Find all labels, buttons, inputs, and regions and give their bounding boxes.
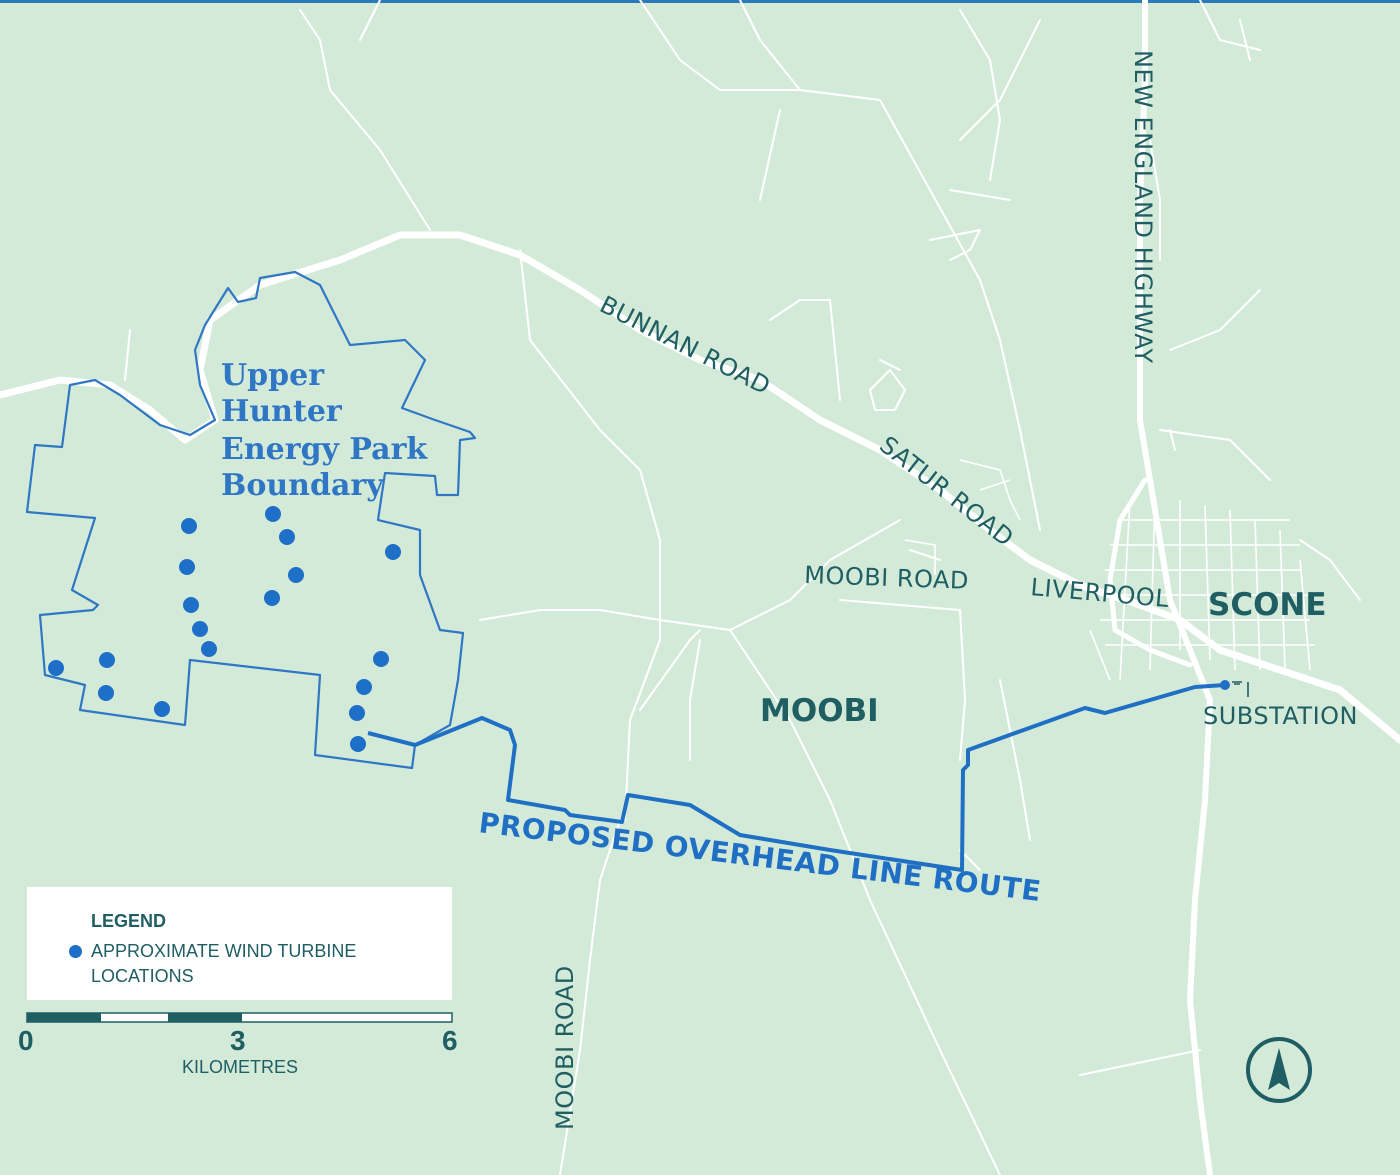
- wind-turbine-marker: [179, 559, 195, 575]
- wind-turbine-marker: [356, 679, 372, 695]
- wind-turbine-marker: [48, 660, 64, 676]
- turbine-dot-icon: [69, 945, 82, 958]
- proposed-route-line: [367, 683, 1226, 872]
- wind-turbine-marker: [350, 736, 366, 752]
- wind-turbine-marker: [201, 641, 217, 657]
- north-arrow-icon: [1246, 1037, 1312, 1103]
- wind-turbine-marker: [288, 567, 304, 583]
- wind-turbine-marker: [265, 506, 281, 522]
- moobi-road-east-label: MOOBI ROAD: [804, 561, 970, 595]
- scone-label: SCONE: [1208, 587, 1327, 623]
- substation-marker: [1220, 680, 1230, 690]
- project-boundary: [25, 270, 477, 770]
- wind-turbine-marker: [99, 652, 115, 668]
- boundary-label-line: Hunter: [221, 394, 343, 429]
- wind-turbine-marker: [349, 705, 365, 721]
- wind-turbine-markers: [48, 506, 401, 752]
- legend-title: LEGEND: [91, 911, 167, 931]
- legend-panel: LEGEND APPROXIMATE WIND TURBINE LOCATION…: [27, 887, 452, 1000]
- top-border: [0, 0, 1400, 3]
- substation-tick-icon: [1232, 681, 1249, 697]
- wind-turbine-marker: [181, 518, 197, 534]
- wind-turbine-marker: [264, 590, 280, 606]
- moobi-road-south-label: MOOBI ROAD: [551, 965, 579, 1130]
- wind-turbine-marker: [192, 621, 208, 637]
- scale-unit-label: KILOMETRES: [182, 1057, 298, 1077]
- moobi-label: MOOBI: [760, 693, 879, 729]
- wind-turbine-marker: [183, 597, 199, 613]
- highway-bypass: [1107, 477, 1193, 668]
- wind-turbine-marker: [154, 701, 170, 717]
- wind-turbine-marker: [98, 685, 114, 701]
- scale-bar: 0 3 6 KILOMETRES: [18, 1012, 458, 1077]
- new-england-highway: [1137, 0, 1213, 1175]
- boundary-label-line: Upper: [221, 358, 325, 393]
- wind-turbine-marker: [385, 544, 401, 560]
- boundary-label-line: Boundary: [221, 468, 385, 503]
- wind-turbine-marker: [373, 651, 389, 667]
- legend-item-wind-turbines: APPROXIMATE WIND TURBINE LOCATIONS: [91, 941, 357, 986]
- wind-turbine-marker: [279, 529, 295, 545]
- boundary-label: Upper Hunter Energy Park Boundary: [221, 358, 438, 503]
- new-england-highway-label: NEW ENGLAND HIGHWAY: [1129, 50, 1157, 364]
- substation-label: SUBSTATION: [1203, 702, 1358, 730]
- boundary-label-line: Energy Park: [221, 432, 428, 467]
- scale-tick-6: 6: [442, 1025, 458, 1056]
- scale-tick-3: 3: [230, 1025, 246, 1056]
- minor-roads: [124, 0, 1361, 1175]
- scale-tick-0: 0: [18, 1025, 34, 1056]
